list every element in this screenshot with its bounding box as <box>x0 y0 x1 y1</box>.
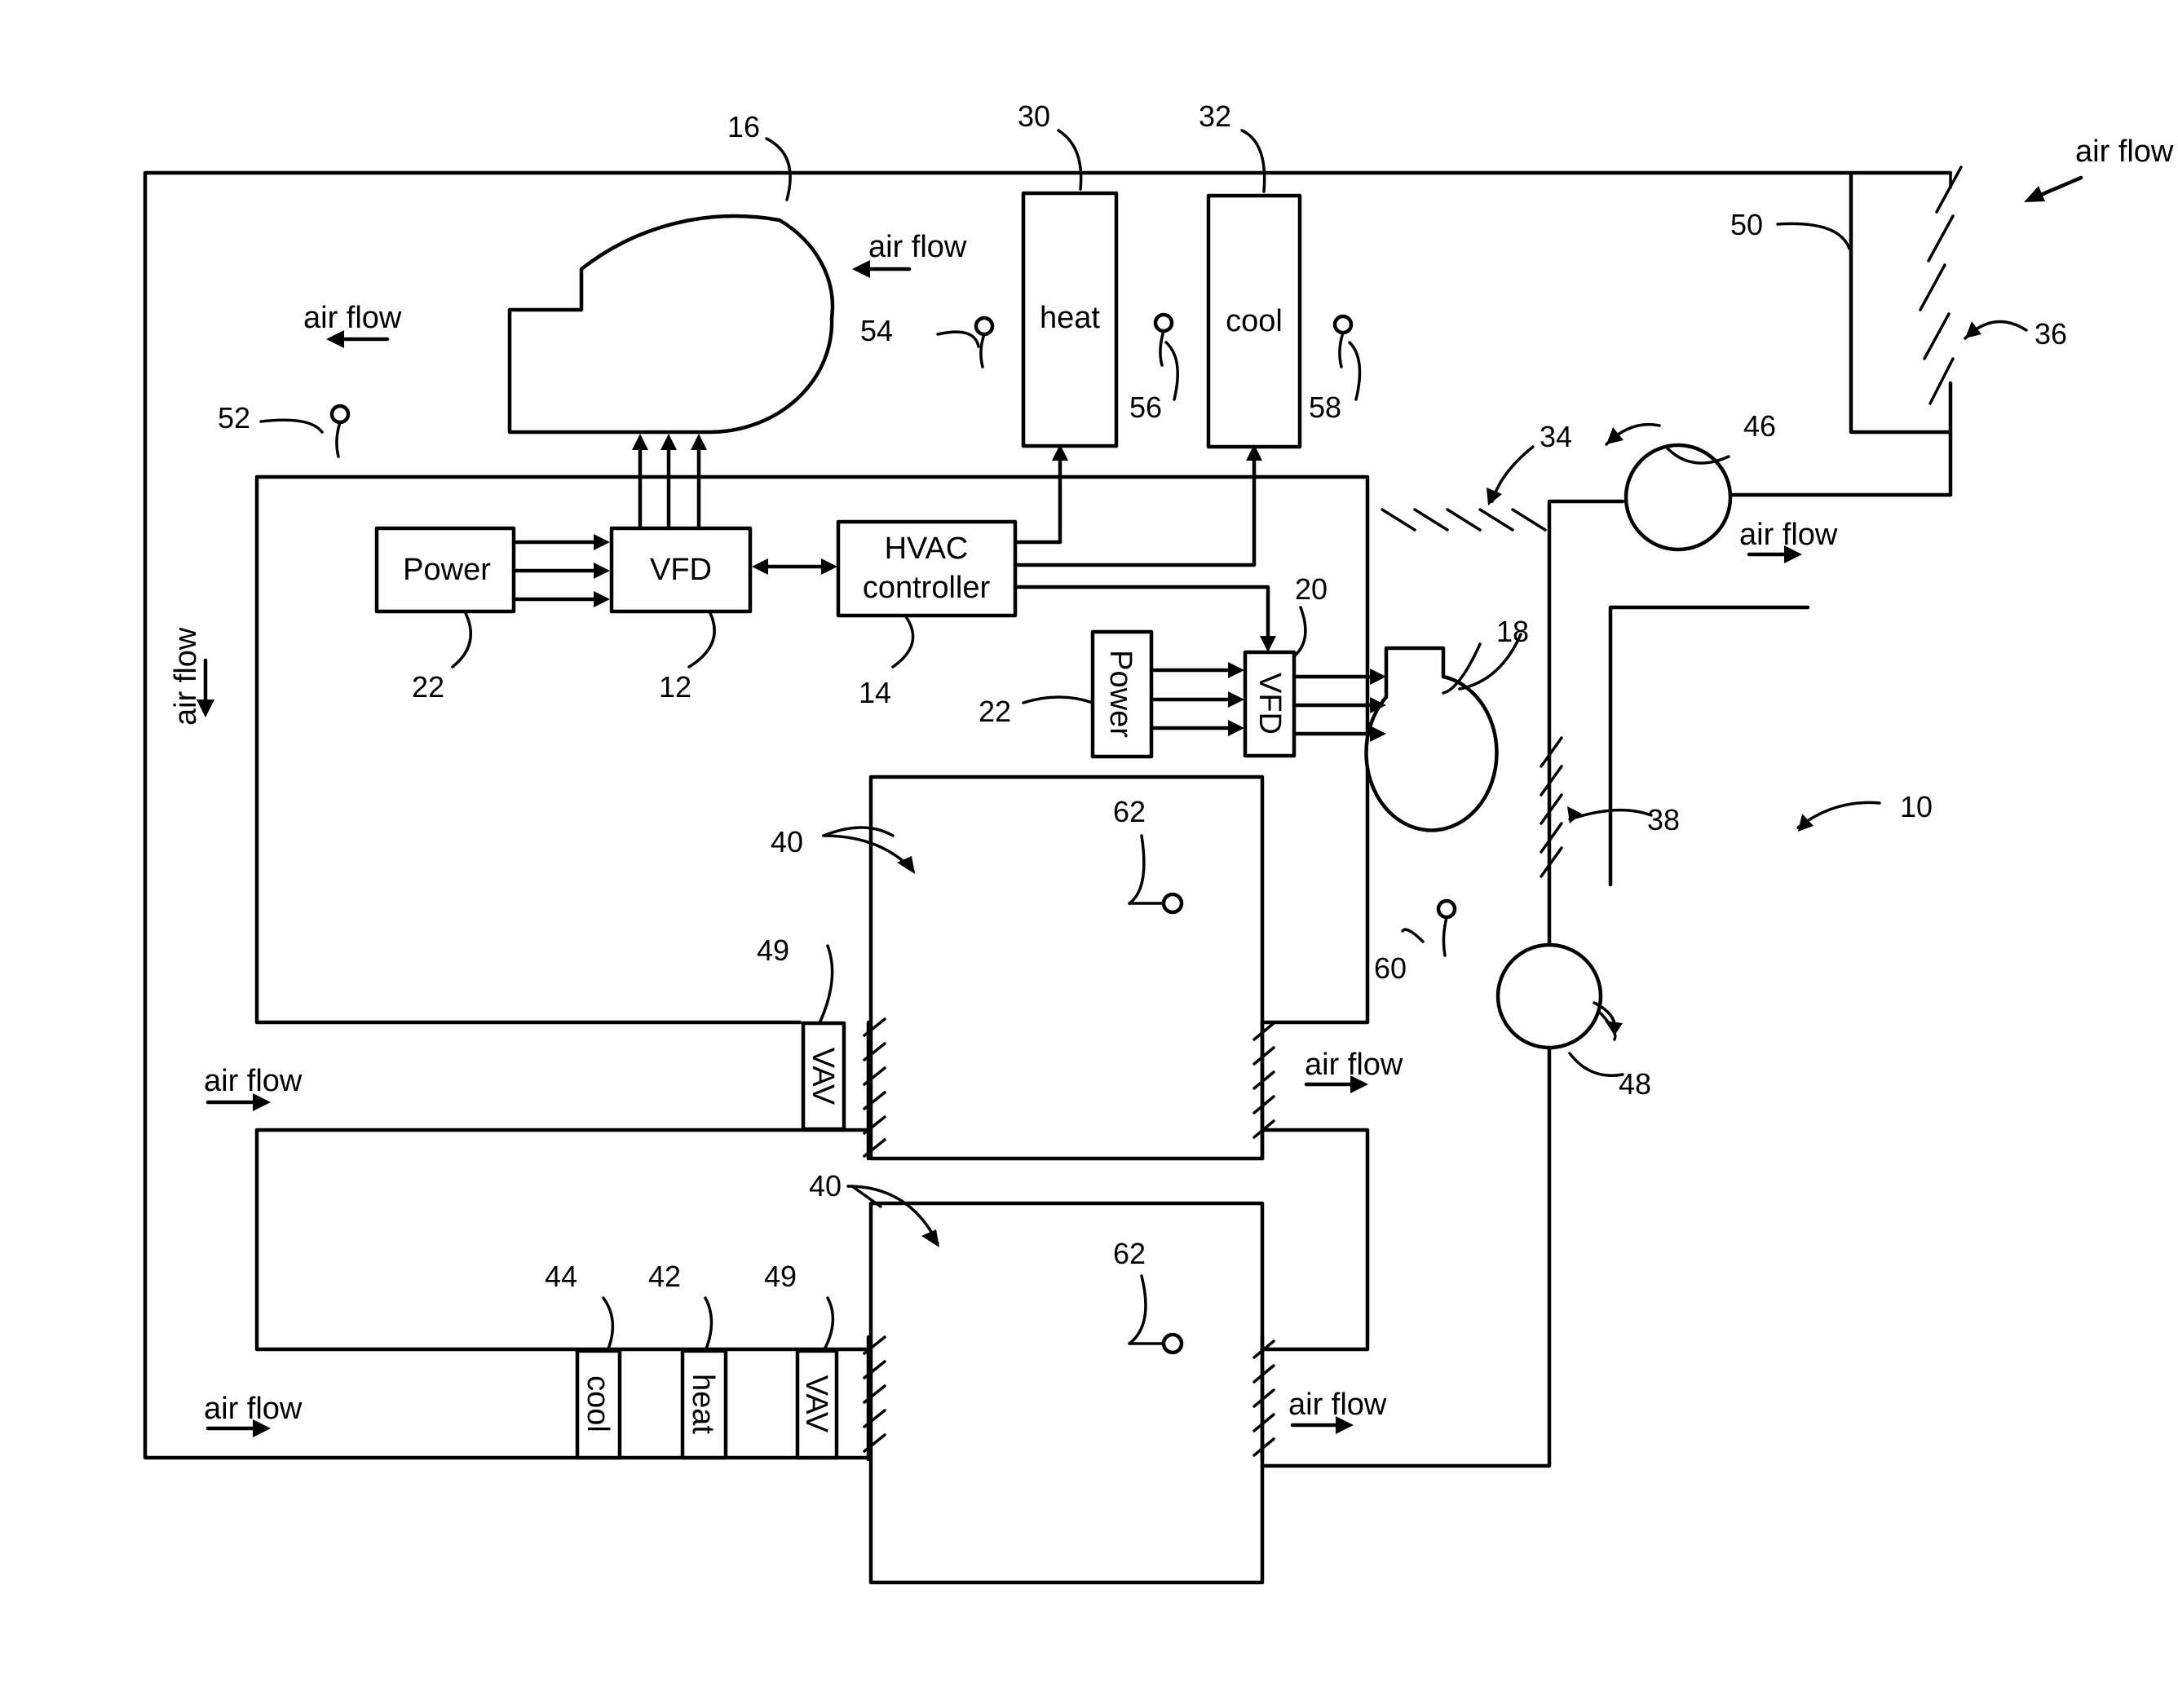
vav-label-upper: VAV <box>806 1048 840 1106</box>
zone-40-upper <box>871 777 1262 1159</box>
ref-42: 42 <box>648 1260 681 1293</box>
ref-36: 36 <box>2034 317 2067 351</box>
sensor-60 <box>1438 901 1455 956</box>
air-flow-label-9: air flow <box>1288 1388 1387 1422</box>
ref-44: 44 <box>545 1260 577 1293</box>
power-label-return: Power <box>1103 650 1138 738</box>
vfd-20: VFD <box>1245 652 1294 756</box>
ref-49-lower: 49 <box>764 1260 797 1293</box>
cooling-coil-32: cool <box>1208 196 1300 447</box>
sensor-56 <box>1155 315 1172 365</box>
zone-cool-44: cool <box>577 1351 620 1458</box>
ref-62-upper: 62 <box>1113 795 1146 828</box>
air-flow-label-3: air flow <box>2075 135 2174 169</box>
cooling-coil-label: cool <box>1226 304 1283 338</box>
sensor-52 <box>332 406 348 457</box>
ref-60: 60 <box>1374 951 1407 985</box>
air-flow-label-2: air flow <box>868 230 967 264</box>
power-supply-22-main: Power <box>377 528 514 611</box>
ref-20: 20 <box>1295 572 1328 606</box>
vav-49-upper: VAV <box>803 1023 844 1129</box>
zone-heat-42: heat <box>683 1351 726 1458</box>
fan-48 <box>1498 945 1601 1048</box>
air-flow-label-8: air flow <box>204 1392 303 1426</box>
vav-49-lower: VAV <box>797 1351 837 1458</box>
zone-cool-label: cool <box>581 1375 615 1432</box>
damper-38 <box>1541 738 1562 876</box>
ref-56: 56 <box>1129 391 1162 424</box>
ref-22-main: 22 <box>412 670 444 704</box>
damper-34 <box>1382 510 1545 530</box>
hvac-controller-label-line2: controller <box>863 571 991 605</box>
power-supply-22-return: Power <box>1093 632 1151 757</box>
air-flow-label-7: air flow <box>1305 1048 1403 1082</box>
air-flow-label-4: air flow <box>1739 518 1838 552</box>
ref-48: 48 <box>1619 1067 1651 1101</box>
ref-22-return: 22 <box>979 695 1011 728</box>
damper-36 <box>1920 167 1961 404</box>
vfd-label-return: VFD <box>1252 673 1287 735</box>
ref-40-upper: 40 <box>771 825 803 858</box>
zone-40-lower <box>871 1203 1262 1582</box>
air-flow-label-5: air flow <box>169 627 203 726</box>
air-flow-label-6: air flow <box>204 1064 303 1098</box>
hvac-controller-label-line1: HVAC <box>885 532 969 566</box>
power-label-main: Power <box>403 553 491 587</box>
ref-58: 58 <box>1309 391 1341 424</box>
ref-12: 12 <box>659 670 691 704</box>
ref-54: 54 <box>860 314 893 347</box>
ref-46: 46 <box>1743 409 1776 443</box>
heating-coil-label: heat <box>1040 301 1100 335</box>
vfd-12: VFD <box>612 528 750 611</box>
vfd-label-main: VFD <box>650 553 712 587</box>
zone-heat-label: heat <box>686 1374 720 1434</box>
heating-coil-30: heat <box>1023 193 1116 446</box>
vav-label-lower: VAV <box>799 1375 833 1433</box>
ref-10: 10 <box>1900 790 1933 823</box>
ref-18: 18 <box>1496 615 1529 648</box>
ref-30: 30 <box>1018 99 1050 133</box>
ref-50: 50 <box>1730 208 1763 241</box>
ref-16: 16 <box>727 110 760 143</box>
ref-62-lower: 62 <box>1113 1237 1146 1270</box>
ref-34: 34 <box>1540 420 1572 453</box>
supply-fan-16 <box>510 216 833 432</box>
ref-40-lower: 40 <box>809 1169 842 1203</box>
hvac-controller-14: HVAC controller <box>838 522 1015 616</box>
ref-52: 52 <box>218 401 250 435</box>
ref-32: 32 <box>1199 99 1231 133</box>
return-fan-18 <box>1366 648 1496 830</box>
ref-49-upper: 49 <box>757 933 789 967</box>
air-flow-label-1: air flow <box>303 301 402 335</box>
ref-14: 14 <box>859 676 891 709</box>
ref-38: 38 <box>1647 803 1680 836</box>
